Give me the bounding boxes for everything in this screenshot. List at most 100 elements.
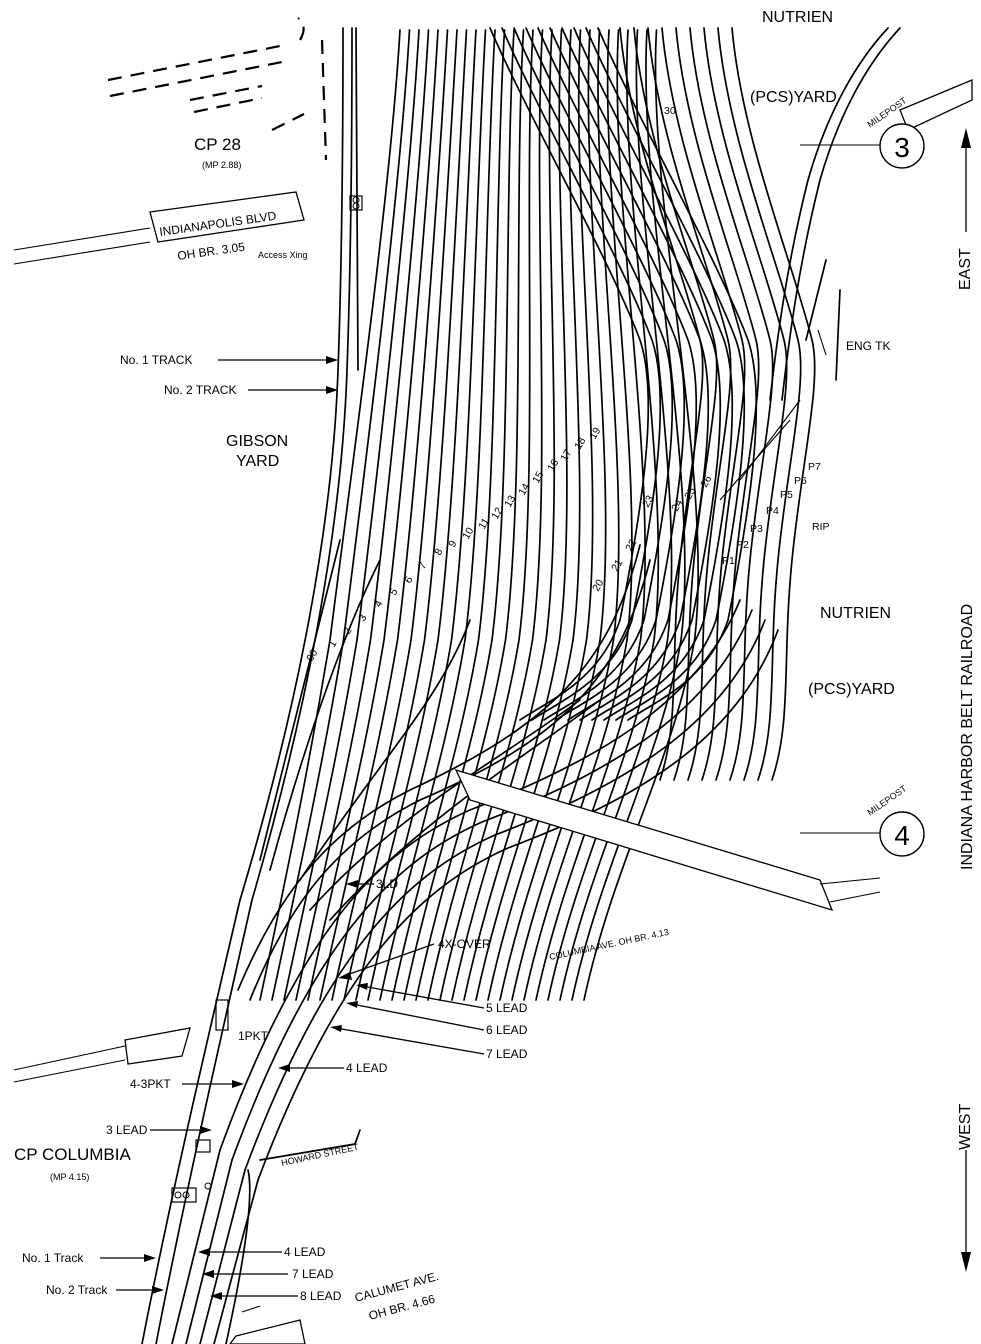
yard-track-line xyxy=(367,29,487,1001)
yard-track-line xyxy=(451,29,556,1001)
milepost-4: 4 MILEPOST xyxy=(865,783,925,857)
track-number-1: 1 xyxy=(326,638,339,649)
indianapolis-bridge-label: OH BR. 3.05 xyxy=(176,240,246,263)
milepost-4-number: 4 xyxy=(894,820,910,851)
pcs-track-number-P2: P2 xyxy=(736,539,749,551)
cp28-mp: (MP 2.88) xyxy=(202,160,241,170)
pcs-track-number-P4: P4 xyxy=(766,505,779,517)
railroad-label: INDIANA HARBOR BELT RAILROAD xyxy=(959,604,976,870)
pointer-arrows xyxy=(100,144,882,1300)
direction-arrows xyxy=(961,128,971,1272)
yard-track-line xyxy=(379,29,496,1001)
indianapolis-blvd-bridge xyxy=(13,191,305,265)
yard-track-line xyxy=(319,29,449,1001)
gibson-label-2: YARD xyxy=(236,453,279,470)
yard-track-line xyxy=(585,27,746,721)
yard-track-line xyxy=(499,29,607,1001)
yard-track-line xyxy=(513,27,674,721)
rip-label: RIP xyxy=(812,521,830,533)
track-number-24: 24 xyxy=(669,497,685,513)
track-number-00: 00 xyxy=(304,647,320,663)
track-number-15: 15 xyxy=(530,469,546,485)
yard-track-line xyxy=(525,27,686,721)
yard-track-line xyxy=(501,27,662,721)
4-lead-low-label: 4 LEAD xyxy=(284,1245,326,1259)
gibson-yard-tracks xyxy=(259,27,758,1001)
4-3pkt-label: 4-3PKT xyxy=(130,1077,171,1091)
nutrien-label-bottom: NUTRIEN xyxy=(820,605,891,622)
track-number-7: 7 xyxy=(416,560,429,571)
calumet-ave-bridge xyxy=(229,1305,306,1344)
5-lead-label: 5 LEAD xyxy=(486,1001,528,1015)
3ld-label: 3LD xyxy=(376,877,398,891)
south-tracks xyxy=(171,1129,361,1344)
track-number-2: 2 xyxy=(341,625,354,636)
cp-columbia-mp: (MP 4.15) xyxy=(50,1172,89,1182)
yard-track-line xyxy=(511,29,620,1001)
7-lead-low-label: 7 LEAD xyxy=(292,1267,334,1281)
track-number-18: 18 xyxy=(572,435,588,451)
lead-tracks xyxy=(219,539,779,1181)
yard-track-line xyxy=(547,29,660,1001)
track-number-17: 17 xyxy=(558,447,574,463)
track-number-20: 20 xyxy=(590,577,606,593)
pcs-track-line xyxy=(717,27,802,781)
track-number-6: 6 xyxy=(402,574,415,585)
no1-track-label: No. 1 TRACK xyxy=(120,353,192,367)
track-number-23: 23 xyxy=(640,493,656,509)
no2-track-low-label: No. 2 Track xyxy=(46,1283,108,1297)
track-number-13: 13 xyxy=(502,493,518,509)
cp28-turnouts xyxy=(107,17,328,161)
yard-track-line xyxy=(343,29,468,1001)
columbia-ave-label: COLUMBIA AVE. OH BR. 4.13 xyxy=(548,927,669,962)
3-lead-label: 3 LEAD xyxy=(106,1123,148,1137)
yard-track-line xyxy=(331,29,458,1001)
8-lead-low-label: 8 LEAD xyxy=(300,1289,342,1303)
pcs-track-line xyxy=(731,27,816,781)
yard-track-line xyxy=(403,29,515,1001)
pcs-track-line xyxy=(675,27,760,781)
yard-track-line xyxy=(271,29,411,1001)
pcs-track-line xyxy=(647,27,732,781)
6-lead-label: 6 LEAD xyxy=(486,1023,528,1037)
pcs-track-line xyxy=(661,27,746,781)
no1-track-low-label: No. 1 Track xyxy=(22,1251,84,1265)
4-lead-label: 4 LEAD xyxy=(346,1061,388,1075)
track-number-4: 4 xyxy=(372,598,385,609)
yard-track-line xyxy=(427,29,534,1001)
track-number-16: 16 xyxy=(545,457,561,473)
west-label: WEST xyxy=(957,1104,974,1150)
eng-tk-label: ENG TK xyxy=(846,339,890,353)
yard-track-line xyxy=(391,29,506,1001)
track-number-21: 21 xyxy=(609,557,625,573)
pcs-track-number-P6: P6 xyxy=(794,475,807,487)
yard-track-line xyxy=(475,29,581,1001)
pcs-yard-label-top: (PCS)YARD xyxy=(750,89,837,106)
pcs-track-number-P1: P1 xyxy=(722,555,735,567)
pcs-track-line xyxy=(633,27,718,781)
yard-track-line xyxy=(487,29,594,1001)
track-number-22: 22 xyxy=(623,537,639,553)
yard-track-line xyxy=(259,29,401,1001)
yard-track-line xyxy=(537,27,698,721)
1pkt-label: 1PKT xyxy=(238,1029,269,1043)
yard-track-line xyxy=(415,29,525,1001)
yard-track-line xyxy=(523,29,633,1001)
pcs-yard-label-bottom: (PCS)YARD xyxy=(808,681,895,698)
east-label: EAST xyxy=(957,248,974,290)
yard-track-line xyxy=(571,29,686,1001)
gibson-label-1: GIBSON xyxy=(226,433,288,450)
pcs-north-tracks xyxy=(719,27,901,501)
columbia-ave-bridge xyxy=(13,768,881,1083)
4x-over-label: 4X-OVER xyxy=(438,937,491,951)
access-xing-label: Access Xing xyxy=(258,250,308,260)
track-number-8: 8 xyxy=(432,546,445,557)
track-number-14: 14 xyxy=(516,481,532,497)
pcs-track-number-P5: P5 xyxy=(780,489,793,501)
yard-track-line xyxy=(583,29,700,1001)
track-number-12: 12 xyxy=(489,505,505,521)
yard-track-line xyxy=(573,27,734,721)
nutrien-label-top: NUTRIEN xyxy=(762,9,833,26)
cp28-label: CP 28 xyxy=(194,135,241,154)
